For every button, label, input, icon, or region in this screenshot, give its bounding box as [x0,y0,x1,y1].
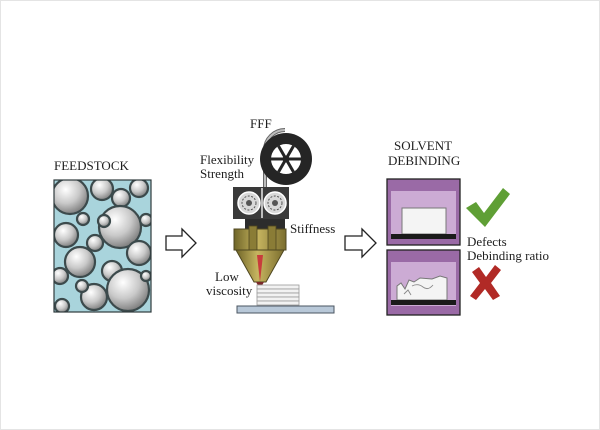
stiffness-label: Stiffness [290,221,336,236]
feedstock-particle [138,212,151,228]
printed-part [256,284,300,306]
debinding-label: DEBINDING [388,153,461,168]
fff-printer [233,128,335,314]
feedstock-particle [105,267,151,312]
debinding-ratio-label: Debinding ratio [467,248,549,263]
flexibility-label: Flexibility [200,152,255,167]
defects-label: Defects [467,234,507,249]
gear-icon [237,191,261,215]
feedstock-microstructure [54,180,151,312]
feedstock-particle [139,269,151,283]
feedstock-particle [125,239,151,267]
strength-label: Strength [200,166,245,181]
feedstock-particle [96,213,112,229]
gear-icon [263,191,287,215]
feedstock-particle [79,282,109,312]
feedstock-particle [54,221,80,249]
feedstock-particle [85,233,105,253]
fff-label: FFF [250,116,272,131]
feedstock-particle [89,180,115,202]
low-label: Low [215,269,239,284]
debinding-chamber-defect [386,249,461,316]
filament-spool-icon [260,133,312,185]
feedstock-particle [97,204,143,250]
feedstock-particle [74,278,90,294]
feedstock-border [53,179,152,313]
feedstock-particle [63,245,97,279]
cross-mark-icon [470,265,501,300]
feedstock-particle [110,187,132,209]
feedstock-particle [75,211,91,227]
feedstock-particle [54,180,90,216]
build-plate [236,305,335,314]
feedstock-particle [128,180,150,199]
feedstock-particle [54,297,71,312]
feedstock-particle [54,266,70,286]
feedstock-label: FEEDSTOCK [54,158,129,173]
check-mark-icon [466,188,510,227]
hollow-arrow-icon [165,227,197,259]
hollow-arrow-icon [344,227,377,259]
debinding-chamber-good [386,178,461,246]
solvent-label: SOLVENT [394,138,453,153]
viscosity-label: viscosity [206,283,253,298]
